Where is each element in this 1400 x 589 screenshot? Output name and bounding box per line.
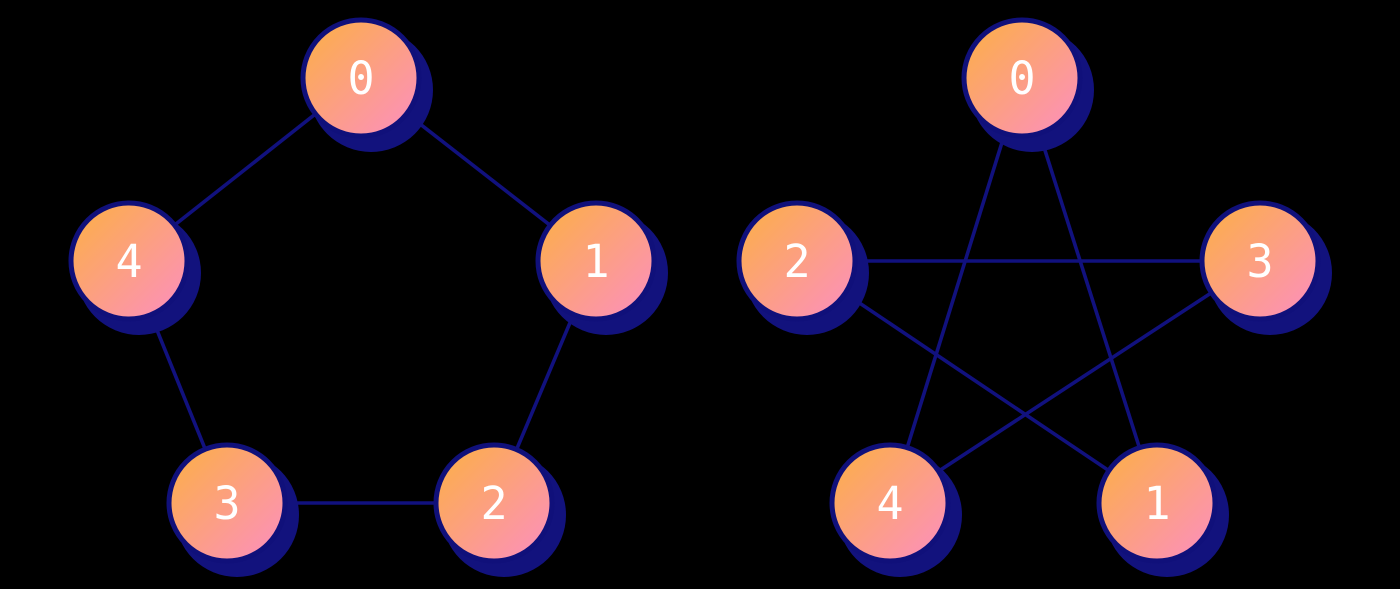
node-2: 2 [433, 442, 566, 577]
edge-3-4 [889, 259, 1261, 505]
node-circle [433, 442, 555, 564]
node-circle [736, 200, 858, 322]
node-4: 4 [68, 200, 201, 335]
node-0: 0 [961, 17, 1094, 152]
node-3: 3 [166, 442, 299, 577]
node-circle [300, 17, 422, 139]
node-label: 4 [115, 235, 142, 288]
node-label: 3 [1246, 235, 1273, 288]
node-label: 0 [1008, 52, 1035, 105]
node-label: 4 [876, 477, 903, 530]
node-circle [68, 200, 190, 322]
node-label: 1 [1143, 477, 1170, 530]
node-circle [166, 442, 288, 564]
node-circle [961, 17, 1083, 139]
node-3: 3 [1199, 200, 1332, 335]
node-label: 2 [783, 235, 810, 288]
node-circle [535, 200, 657, 322]
node-1: 1 [535, 200, 668, 335]
node-0: 0 [300, 17, 433, 152]
nodes-layer: 0 1 2 3 4 0 1 2 3 4 [68, 17, 1332, 577]
node-label: 0 [347, 52, 374, 105]
edges-layer [127, 76, 1261, 505]
node-circle [1096, 442, 1218, 564]
edge-4-0 [888, 77, 1024, 504]
node-circle [1199, 200, 1321, 322]
node-1: 1 [1096, 442, 1229, 577]
node-label: 2 [480, 477, 507, 530]
node-label: 3 [213, 477, 240, 530]
node-circle [829, 442, 951, 564]
node-2: 2 [736, 200, 869, 335]
node-4: 4 [829, 442, 962, 577]
node-label: 1 [582, 235, 609, 288]
